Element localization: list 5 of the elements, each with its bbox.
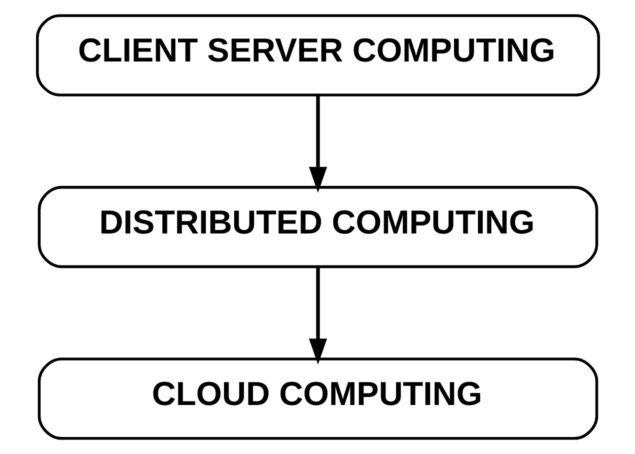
node-box: DISTRIBUTED COMPUTING [37,186,598,268]
node-box: CLIENT SERVER COMPUTING [36,14,600,96]
node-box: CLOUD COMPUTING [37,358,598,440]
arrow [308,266,327,364]
arrow [308,95,327,193]
